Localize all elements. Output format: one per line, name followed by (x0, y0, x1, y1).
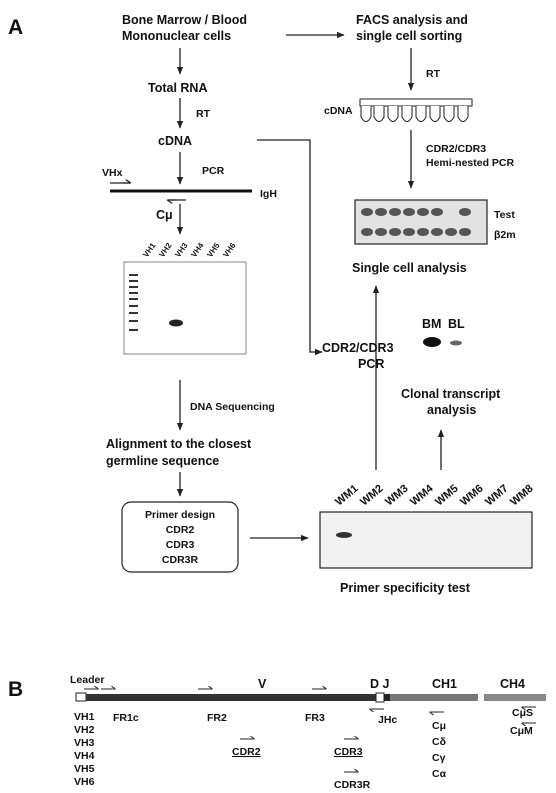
jhc-label: JHc (378, 714, 397, 726)
cdr-pcr-line2: PCR (358, 357, 384, 371)
hemi-line2: Hemi-nested PCR (426, 157, 515, 169)
cdr3r-label: CDR3R (334, 779, 371, 791)
rt-right: RT (426, 68, 441, 80)
facs-line2: single cell sorting (356, 29, 462, 43)
clonal-line2: analysis (427, 403, 476, 417)
gel-lane-vh1: VH1 (141, 241, 158, 259)
rt-left: RT (196, 108, 211, 120)
ch1-bar (390, 694, 478, 701)
vh-gel (123, 261, 247, 355)
wm-lane-1: WM1 (333, 483, 360, 509)
c-list-mu: Cμ (432, 720, 446, 732)
wm-lane-6: WM6 (458, 483, 485, 509)
wm-lane-2: WM2 (358, 483, 385, 509)
primer-test-gel (319, 511, 533, 569)
panel-b-label: B (8, 678, 23, 701)
wm-lane-3: WM3 (383, 483, 410, 509)
fr1c-label: FR1c (113, 712, 139, 724)
ch4-label: CH4 (500, 677, 525, 691)
hemi-line1: CDR2/CDR3 (426, 143, 486, 155)
single-cell-gel (354, 199, 488, 245)
cmu-primer: Cμ (156, 208, 173, 222)
cdna-left: cDNA (158, 134, 192, 148)
gel-lane-vh4: VH4 (189, 241, 206, 259)
wm-lane-4: WM4 (408, 482, 436, 508)
vh-list-1: VH1 (74, 711, 95, 723)
align-line1: Alignment to the closest (106, 437, 252, 451)
pcr-label: PCR (202, 165, 225, 177)
primer-cdr2: CDR2 (166, 524, 195, 536)
vh-list-5: VH5 (74, 763, 95, 775)
wm-lane-7: WM7 (483, 483, 510, 509)
gel-band-vh3 (169, 319, 183, 327)
cdna-right: cDNA (324, 105, 353, 117)
gel-lane-vh5: VH5 (205, 241, 222, 259)
primer-design-box (121, 501, 239, 573)
bm-label: BM (422, 317, 441, 331)
cdr3-label: CDR3 (334, 746, 363, 758)
arrow-cdna-to-cdr-pcr (257, 139, 323, 356)
pcr-tube-strip (359, 98, 473, 122)
fr2-label: FR2 (207, 712, 227, 724)
primer-design-title: Primer design (145, 509, 215, 521)
wm-lane-5: WM5 (433, 483, 460, 509)
v-label: V (258, 677, 267, 691)
vh-list-3: VH3 (74, 737, 95, 749)
igh-gene-map (75, 692, 546, 703)
fr3-label: FR3 (305, 712, 325, 724)
bm-cells-line1: Bone Marrow / Blood (122, 13, 247, 27)
dna-seq-label: DNA Sequencing (190, 401, 275, 413)
v-region-bar (86, 694, 376, 701)
primer-cdr3: CDR3 (166, 539, 195, 551)
c-list-alpha: Cα (432, 768, 447, 780)
cdr-pcr-line1: CDR2/CDR3 (322, 341, 394, 355)
bl-label: BL (448, 317, 465, 331)
clonal-line1: Clonal transcript (401, 387, 501, 401)
igh-label: IgH (260, 188, 277, 200)
panel-a-label: A (8, 16, 23, 39)
j-segment (384, 694, 390, 701)
test-label: Test (494, 209, 515, 221)
single-cell-analysis: Single cell analysis (352, 261, 467, 275)
c-list-gamma: Cγ (432, 752, 446, 764)
b2m-label: β2m (494, 229, 516, 241)
gel-ladder (129, 274, 138, 331)
leader-label: Leader (70, 674, 104, 686)
vhx-primer: VHx (102, 167, 123, 179)
d-segment (375, 692, 385, 703)
primer-cdr3r: CDR3R (162, 554, 199, 566)
total-rna: Total RNA (148, 81, 208, 95)
gel-lane-vh2: VH2 (157, 241, 174, 259)
cmus-label: CμS (512, 707, 533, 719)
c-list-delta: Cδ (432, 736, 446, 748)
facs-line1: FACS analysis and (356, 13, 468, 27)
align-line2: germline sequence (106, 454, 219, 468)
vh-list-4: VH4 (74, 750, 95, 762)
dj-label: D J (370, 677, 390, 691)
wm-lane-8: WM8 (508, 483, 535, 509)
clonal-blot (423, 337, 462, 347)
gel-lane-vh6: VH6 (221, 241, 238, 259)
cdr2-label: CDR2 (232, 746, 261, 758)
gel-lane-vh3: VH3 (173, 241, 190, 259)
vh-list-6: VH6 (74, 776, 95, 788)
cmum-label: CμM (510, 725, 533, 737)
primer-test-band-wm1 (336, 532, 352, 538)
bm-cells-line2: Mononuclear cells (122, 29, 231, 43)
ch4-bar (484, 694, 546, 701)
primer-test-label: Primer specificity test (340, 581, 471, 595)
ch1-label: CH1 (432, 677, 457, 691)
vh-list-2: VH2 (74, 724, 95, 736)
